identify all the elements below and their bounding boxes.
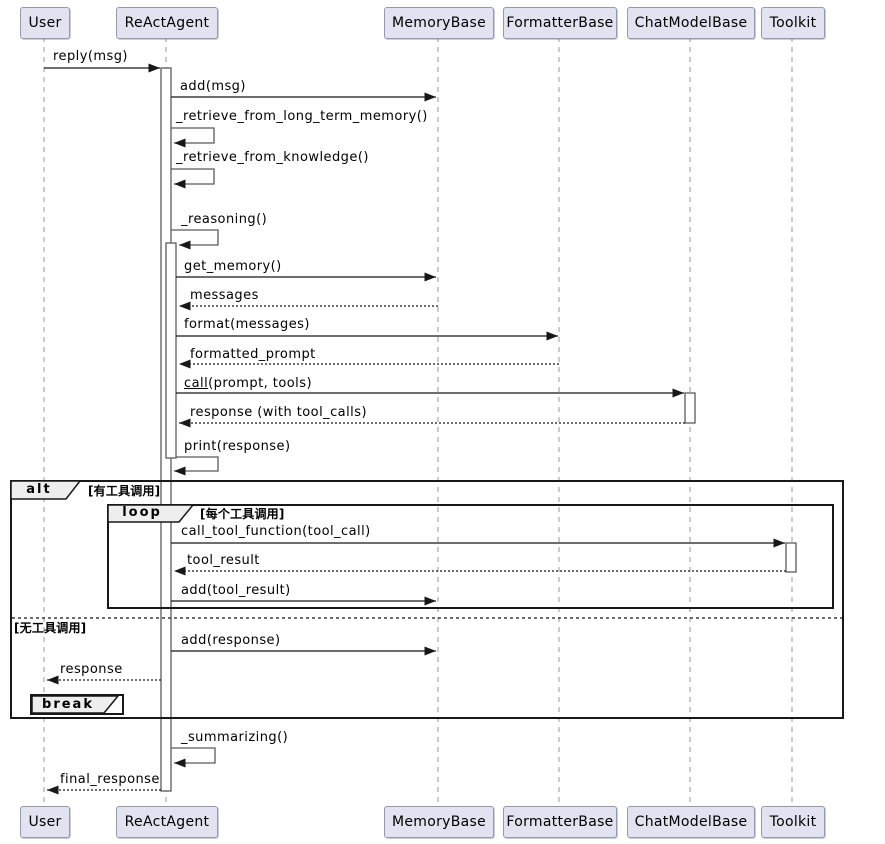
participant-bottom-memorybase: MemoryBase (384, 806, 494, 838)
activation-chatmodelbase (684, 392, 696, 424)
participant-label: FormatterBase (506, 814, 614, 830)
message-print-response: print(response) (184, 439, 291, 454)
alt-condition-label: [有工具调用] (88, 484, 161, 498)
message-user-response: response (60, 662, 123, 677)
participant-label: User (28, 15, 62, 31)
participant-label: ReActAgent (124, 814, 210, 830)
activation-bars (160, 67, 797, 792)
participant-top-user: User (20, 7, 70, 39)
message-call: call(prompt, tools) (184, 377, 312, 391)
message-messages-return: messages (190, 288, 259, 303)
participant-bottom-chatmodelbase: ChatModelBase (627, 806, 755, 838)
participant-label: MemoryBase (391, 814, 487, 830)
loop-frame (107, 504, 834, 609)
activation-toolkit (785, 542, 797, 573)
participant-top-chatmodelbase: ChatModelBase (627, 7, 755, 39)
message-final-response: final_response (60, 772, 160, 787)
message-tool-result: tool_result (187, 553, 260, 568)
activation-reactagent-reasoning (165, 242, 177, 459)
participant-top-memorybase: MemoryBase (384, 7, 494, 39)
fragment-frames (10, 480, 844, 719)
message-reasoning: _reasoning() (181, 212, 268, 227)
participant-bottom-toolkit: Toolkit (761, 806, 825, 838)
loop-operator-label: loop (122, 505, 162, 520)
participant-top-toolkit: Toolkit (761, 7, 825, 39)
arrow-print-response (174, 456, 219, 476)
participant-bottom-formatterbase: FormatterBase (503, 806, 617, 838)
alt-else-condition-label: [无工具调用] (14, 621, 87, 635)
alt-label-tab (10, 480, 82, 500)
arrow-summarizing (171, 747, 216, 768)
participant-label: ReActAgent (124, 15, 210, 31)
message-retrieve-knowledge: _retrieve_from_knowledge() (176, 150, 369, 165)
call-arrows (44, 63, 785, 656)
lifelines (43, 37, 793, 806)
message-call-method: call (184, 376, 209, 391)
participant-top-formatterbase: FormatterBase (503, 7, 617, 39)
participant-label: ChatModelBase (634, 814, 748, 830)
message-call-args: (prompt, tools) (208, 376, 312, 391)
message-retrieve-ltm: _retrieve_from_long_term_memory() (176, 109, 428, 124)
self-call-arrows (171, 127, 219, 768)
message-get-memory: get_memory() (184, 259, 282, 274)
message-add-tool-result: add(tool_result) (181, 583, 291, 598)
arrow-reasoning (171, 229, 219, 250)
alt-frame (10, 480, 844, 719)
alt-operator-label: alt (26, 482, 52, 497)
participant-label: Toolkit (769, 15, 817, 31)
message-format: format(messages) (184, 317, 310, 332)
participant-label: User (28, 814, 62, 830)
participant-label: Toolkit (769, 814, 817, 830)
participant-label: MemoryBase (391, 15, 487, 31)
participant-bottom-user: User (20, 806, 70, 838)
break-label-tab (31, 695, 120, 714)
message-call-tool-function: call_tool_function(tool_call) (181, 524, 371, 539)
message-reply: reply(msg) (53, 49, 128, 64)
participant-top-reactagent: ReActAgent (116, 7, 218, 39)
participant-label: FormatterBase (506, 15, 614, 31)
arrow-retrieve-ltm (171, 127, 215, 148)
return-arrows (47, 301, 786, 795)
message-formatted-prompt: formatted_prompt (190, 347, 316, 362)
message-add-response: add(response) (181, 633, 281, 648)
loop-condition-label: [每个工具调用] (200, 507, 285, 521)
message-add-msg: add(msg) (180, 79, 246, 94)
message-summarizing: _summarizing() (181, 730, 289, 745)
loop-label-tab (107, 504, 195, 523)
message-model-response: response (with tool_calls) (190, 405, 367, 420)
participant-bottom-reactagent: ReActAgent (116, 806, 218, 838)
arrow-retrieve-knowledge (171, 168, 215, 189)
break-operator-label: break (42, 697, 94, 712)
participant-label: ChatModelBase (634, 15, 748, 31)
